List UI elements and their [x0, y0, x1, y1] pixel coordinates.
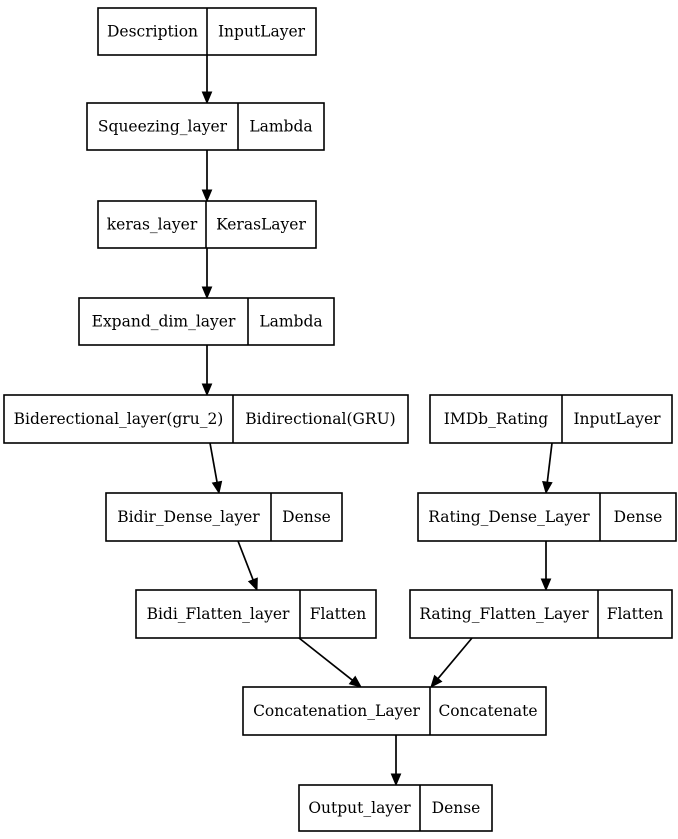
arrowhead-icon	[540, 578, 552, 592]
edge-rating_dense_layer-to-rating_flatten_layer	[540, 541, 552, 592]
node-bidir_dense_layer[interactable]: Bidir_Dense_layer Dense	[105, 492, 343, 542]
node-name-label: Expand_dim_layer	[92, 313, 236, 331]
node-name-label: Bidi_Flatten_layer	[147, 605, 290, 623]
arrowhead-icon	[390, 773, 402, 787]
edge-keras_layer-to-expand_dim_layer	[201, 248, 213, 300]
node-box	[78, 297, 335, 346]
arrowhead-icon	[201, 189, 213, 203]
node-type-label: InputLayer	[218, 23, 306, 41]
edge-imdb_rating-to-rating_dense_layer	[542, 442, 553, 495]
node-squeezing_layer[interactable]: Squeezing_layer Lambda	[86, 102, 325, 151]
edge-line	[298, 637, 353, 681]
edge-concatenation_layer-to-output_layer	[390, 735, 402, 787]
node-output_layer[interactable]: Output_layer Dense	[298, 784, 493, 832]
edge-rating_flatten_layer-to-concatenation_layer	[430, 637, 473, 688]
node-type-label: KerasLayer	[216, 216, 306, 234]
edge-line	[546, 442, 553, 483]
node-type-label: Dense	[432, 799, 481, 817]
arrowhead-icon	[201, 286, 213, 300]
node-type-label: Concatenate	[438, 702, 537, 720]
arrowhead-icon	[542, 480, 553, 495]
edge-biderectional_layer-to-bidir_dense_layer	[209, 442, 223, 495]
node-type-label: Dense	[614, 508, 663, 526]
node-box	[3, 394, 409, 444]
node-name-label: keras_layer	[107, 216, 198, 234]
arrowhead-icon	[211, 480, 223, 495]
node-name-label: IMDb_Rating	[444, 410, 549, 428]
edge-description-to-squeezing_layer	[201, 55, 213, 105]
node-expand_dim_layer[interactable]: Expand_dim_layer Lambda	[78, 297, 335, 346]
edge-line	[237, 540, 254, 581]
node-name-label: Output_layer	[308, 799, 411, 817]
node-rating_dense_layer[interactable]: Rating_Dense_Layer Dense	[417, 492, 677, 542]
node-rating_flatten_layer[interactable]: Rating_Flatten_Layer Flatten	[409, 589, 673, 639]
edge-squeezing_layer-to-keras_layer	[201, 150, 213, 203]
node-box	[86, 102, 325, 151]
node-name-label: Rating_Flatten_Layer	[419, 605, 589, 623]
node-box	[429, 394, 673, 444]
node-name-label: Biderectional_layer(gru_2)	[14, 410, 224, 428]
node-description[interactable]: Description InputLayer	[97, 7, 317, 56]
edge-line	[209, 442, 218, 483]
node-box	[242, 686, 547, 736]
node-biderectional_layer[interactable]: Biderectional_layer(gru_2) Bidirectional(…	[3, 394, 409, 444]
node-name-label: Bidir_Dense_layer	[117, 508, 260, 526]
node-type-label: Bidirectional(GRU)	[245, 410, 395, 428]
node-bidi_flatten_layer[interactable]: Bidi_Flatten_layer Flatten	[135, 589, 377, 639]
node-imdb_rating[interactable]: IMDb_Rating InputLayer	[429, 394, 673, 444]
edges-group	[201, 55, 553, 787]
node-type-label: Flatten	[310, 605, 367, 623]
node-name-label: Rating_Dense_Layer	[428, 508, 590, 526]
node-box	[409, 589, 673, 639]
node-box	[417, 492, 677, 542]
arrowhead-icon	[348, 675, 363, 688]
edge-bidir_dense_layer-to-bidi_flatten_layer	[237, 540, 258, 592]
arrowhead-icon	[201, 383, 213, 397]
node-concatenation_layer[interactable]: Concatenation_Layer Concatenate	[242, 686, 547, 736]
node-type-label: InputLayer	[573, 410, 661, 428]
node-name-label: Squeezing_layer	[98, 118, 228, 136]
arrowhead-icon	[201, 91, 213, 105]
node-box	[97, 200, 317, 249]
node-box	[298, 784, 493, 832]
edge-expand_dim_layer-to-biderectional_layer	[201, 345, 213, 397]
node-keras_layer[interactable]: keras_layer KerasLayer	[97, 200, 317, 249]
edge-line	[437, 637, 473, 680]
node-type-label: Lambda	[249, 118, 312, 136]
node-box	[105, 492, 343, 542]
edge-bidi_flatten_layer-to-concatenation_layer	[298, 637, 363, 688]
node-name-label: Concatenation_Layer	[253, 702, 420, 720]
node-type-label: Lambda	[259, 313, 322, 331]
arrowhead-icon	[430, 674, 443, 688]
node-box	[135, 589, 377, 639]
node-type-label: Flatten	[607, 605, 664, 623]
node-type-label: Dense	[282, 508, 331, 526]
node-name-label: Description	[107, 23, 198, 41]
arrowhead-icon	[247, 577, 258, 592]
